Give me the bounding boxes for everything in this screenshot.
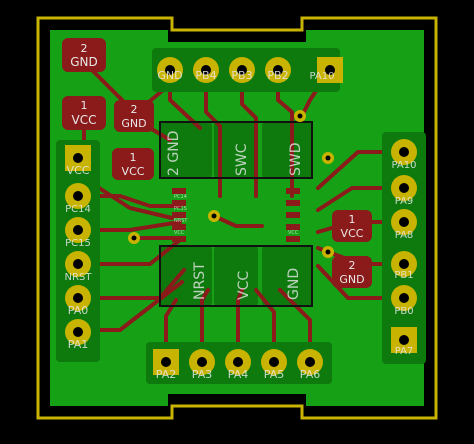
- jumper-pad: 1 VCC: [332, 210, 372, 242]
- right-header-label: PA10: [392, 160, 417, 171]
- top-header-pin: [193, 57, 219, 83]
- copper-shading: [160, 122, 312, 306]
- right-header-label: PB1: [394, 270, 413, 281]
- jumper-pad-number: 1: [130, 151, 137, 164]
- bottom-header-label: PA2: [156, 368, 176, 381]
- right-header-pin-square: [391, 327, 417, 353]
- ic-label-nrst: NRST: [192, 262, 208, 300]
- jumper-pad-label: GND: [70, 55, 98, 69]
- tiny-labels: PC14 PC15 NRST VCC VCC: [174, 194, 299, 236]
- right-header-label: PA9: [395, 196, 414, 207]
- jumper-pad-label: GND: [339, 273, 364, 286]
- tiny-label: PC14: [174, 194, 187, 200]
- bottom-header-pin: [189, 349, 215, 375]
- ic-labels: 2 GND SWC SWD NRST VCC GND: [166, 131, 304, 300]
- jumper-pad: 1 VCC: [62, 96, 106, 130]
- top-header-label: PB3: [231, 69, 252, 82]
- ic-label-gnd-bottom: GND: [286, 268, 302, 300]
- bottom-header-label: PA5: [264, 368, 284, 381]
- left-header-pin-square: [65, 145, 91, 171]
- left-header-pin: [65, 285, 91, 311]
- right-header-pin: [391, 251, 417, 277]
- bottom-header-label: PA3: [192, 368, 212, 381]
- left-header-label: PA1: [68, 338, 88, 351]
- jumper-pad: 1 VCC: [112, 148, 154, 180]
- left-header-label: PC15: [65, 238, 91, 249]
- right-header-pin: [391, 175, 417, 201]
- jumper-pad-number: 1: [81, 99, 88, 112]
- bottom-header-pin: [261, 349, 287, 375]
- left-header-label: PA0: [68, 304, 88, 317]
- bottom-header-label: PA4: [228, 368, 248, 381]
- ic-label-gnd-top: 2 GND: [166, 131, 182, 176]
- top-header-pin-square: [317, 57, 343, 83]
- right-header-pin: [391, 285, 417, 311]
- top-header-label: GND: [157, 69, 182, 82]
- ic-label-swd: SWD: [288, 142, 304, 176]
- jumper-pad: 2 GND: [62, 38, 106, 72]
- bottom-header-label: PA6: [300, 368, 320, 381]
- smd-pads: [172, 188, 300, 242]
- jumper-pad: 2 GND: [114, 100, 154, 132]
- top-header-pin: [265, 57, 291, 83]
- board-outline: [36, 16, 438, 420]
- tiny-label: NRST: [174, 218, 188, 224]
- jumper-pad-number: 2: [131, 103, 138, 116]
- top-header: GND PB4 PB3 PB2 PA10: [152, 48, 343, 92]
- jumper-pad-label: GND: [121, 117, 146, 130]
- tiny-label: VCC: [288, 230, 299, 236]
- right-header-label: PA7: [395, 346, 414, 357]
- jumper-pad-number: 2: [81, 42, 88, 55]
- right-header: PA10 PA9 PA8 PB1 PB0 PA7: [382, 132, 426, 364]
- jumper-pad-number: 2: [349, 259, 356, 272]
- jumper-pad-number: 1: [349, 213, 356, 226]
- top-header-label: PB4: [195, 69, 216, 82]
- left-header-pin: [65, 183, 91, 209]
- ic-label-vcc: VCC: [236, 271, 252, 300]
- left-header-label: VCC: [67, 164, 90, 177]
- tiny-label: VCC: [174, 230, 185, 236]
- ic-silkscreen: [159, 121, 313, 307]
- bottom-header-pin: [297, 349, 323, 375]
- right-header-pin: [391, 139, 417, 165]
- right-header-label: PA8: [395, 230, 414, 241]
- right-header-label: PB0: [394, 306, 413, 317]
- left-header-label: PC14: [65, 204, 91, 215]
- left-header-pin: [65, 251, 91, 277]
- top-header-pin: [157, 57, 183, 83]
- top-header-label: PB2: [267, 69, 288, 82]
- bottom-header: PA2 PA3 PA4 PA5 PA6: [146, 342, 332, 384]
- left-header-pin: [65, 217, 91, 243]
- left-header-pin: [65, 319, 91, 345]
- left-header-label: NRST: [65, 272, 93, 283]
- jumper-pad-label: VCC: [72, 113, 97, 127]
- jumper-pad: 2 GND: [332, 256, 372, 288]
- top-header-label: PA10: [310, 71, 335, 82]
- ic-label-swc: SWC: [234, 143, 250, 176]
- right-header-pin: [391, 209, 417, 235]
- bottom-header-pin-square: [153, 349, 179, 375]
- bottom-header-pin: [225, 349, 251, 375]
- tiny-label: PC15: [174, 206, 187, 212]
- vias: [128, 110, 334, 258]
- top-header-pin: [229, 57, 255, 83]
- left-header: VCC PC14 PC15 NRST PA0 PA1: [56, 140, 100, 362]
- jumper-pad-label: VCC: [341, 227, 364, 240]
- jumper-pad-label: VCC: [122, 165, 145, 178]
